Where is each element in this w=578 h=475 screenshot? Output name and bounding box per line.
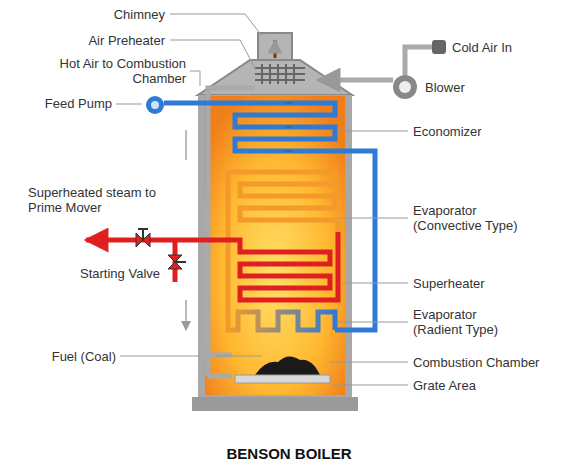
economizer-label: Economizer: [413, 124, 482, 139]
diagram-title: BENSON BOILER: [0, 445, 578, 462]
preheater-label: Air Preheater: [88, 33, 165, 48]
evaporator-label: Evaporator (Radient Type): [413, 307, 528, 337]
grate-label: Grate Area: [413, 378, 476, 393]
valve-label: Starting Valve: [80, 266, 160, 281]
chimney-label: Chimney: [114, 7, 165, 22]
evaporator-label: Evaporator (Convective Type): [413, 203, 528, 233]
feed-pump-label: Feed Pump: [45, 96, 112, 111]
cold-air-label: Cold Air In: [452, 40, 512, 55]
hot-air-label: Hot Air to Combustion Chamber: [51, 56, 186, 86]
blower-label: Blower: [425, 80, 465, 95]
fuel-label: Fuel (Coal): [52, 349, 116, 364]
steam-outlet-label: Superheated steam to Prime Mover: [28, 185, 168, 215]
chamber-label: Combustion Chamber: [413, 355, 539, 370]
superheater-label: Superheater: [413, 276, 485, 291]
